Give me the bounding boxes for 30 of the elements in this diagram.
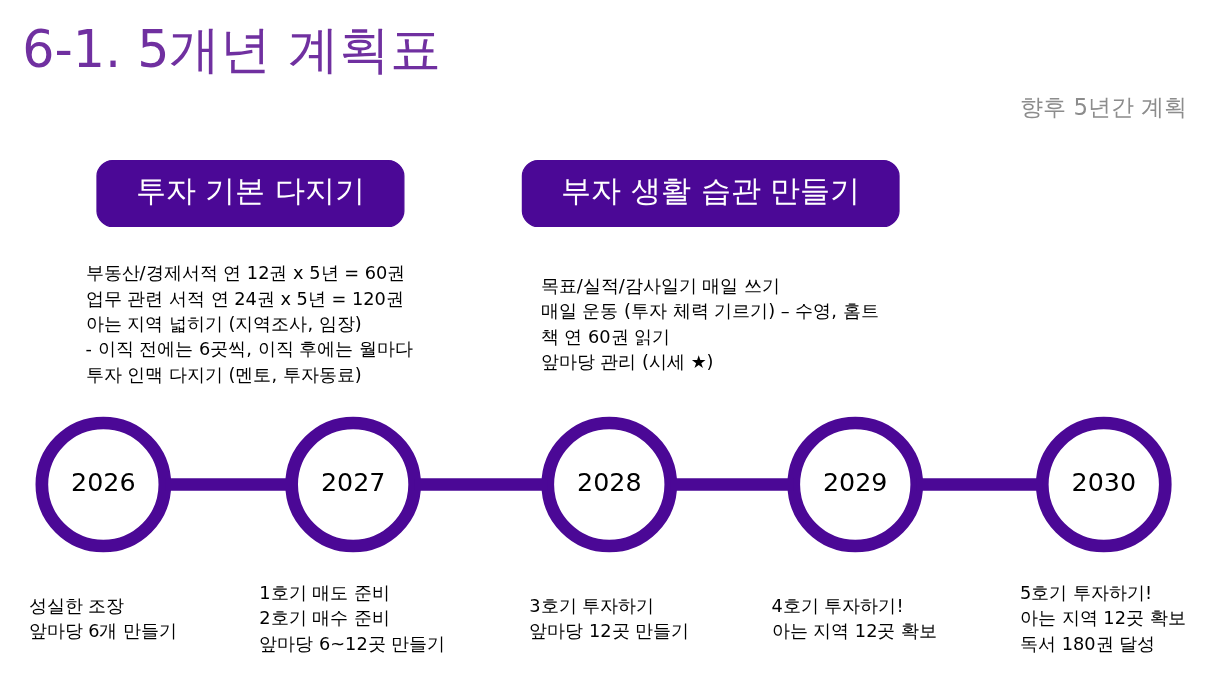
node-circle: 2029 [787, 416, 924, 552]
node-label: 앞마당 6~12곳 만들기 [259, 633, 446, 654]
node-label: 앞마당 관리 (시세 ★) [540, 351, 714, 372]
node-label: 아는 지역 12곳 확보 [771, 620, 938, 641]
node-label: 아는 지역 12곳 확보 [1020, 607, 1186, 628]
node-label: 부동산/경제서적 연 12권 x 5년 = 60권 [85, 262, 406, 283]
node-box: 부자 생활 습관 만들기 [521, 159, 900, 227]
node-label: 목표/실적/감사일기 매일 쓰기 [540, 275, 781, 296]
node-label: 독서 180권 달성 [1020, 633, 1156, 654]
node-label: 앞마당 12곳 만들기 [529, 620, 690, 641]
node-label: - 이직 전에는 6곳씩, 이직 후에는 월마다 [85, 338, 413, 359]
node-label: 투자 인맥 다지기 (멘토, 투자동료) [85, 364, 362, 385]
node-label: 2호기 매수 준비 [259, 607, 390, 628]
node-label: 3호기 투자하기 [529, 595, 655, 616]
node-circle: 2028 [541, 416, 678, 552]
node-label: 앞마당 6개 만들기 [28, 620, 178, 641]
node-label: 아는 지역 넓히기 (지역조사, 임장) [85, 313, 362, 334]
label: 향후 5년간 계획 [1020, 93, 1188, 120]
node-circle: 2027 [285, 416, 421, 552]
node-label: 업무 관련 서적 연 24권 x 5년 = 120권 [85, 288, 404, 309]
diagram-title: 6-1. 5개년 계획표 [22, 19, 441, 79]
node-label: 매일 운동 (투자 체력 기르기) – 수영, 홈트 [540, 300, 879, 321]
node-label: 성실한 조장 [28, 595, 125, 616]
node-box: 투자 기본 다지기 [96, 159, 405, 227]
node-label: 4호기 투자하기! [771, 595, 904, 616]
node-label: 5호기 투자하기! [1020, 582, 1153, 603]
node-circle: 2030 [1035, 416, 1172, 552]
node-label: 1호기 매도 준비 [259, 582, 390, 603]
node-label: 책 연 60권 읽기 [540, 326, 671, 347]
node-circle: 2026 [35, 416, 172, 552]
